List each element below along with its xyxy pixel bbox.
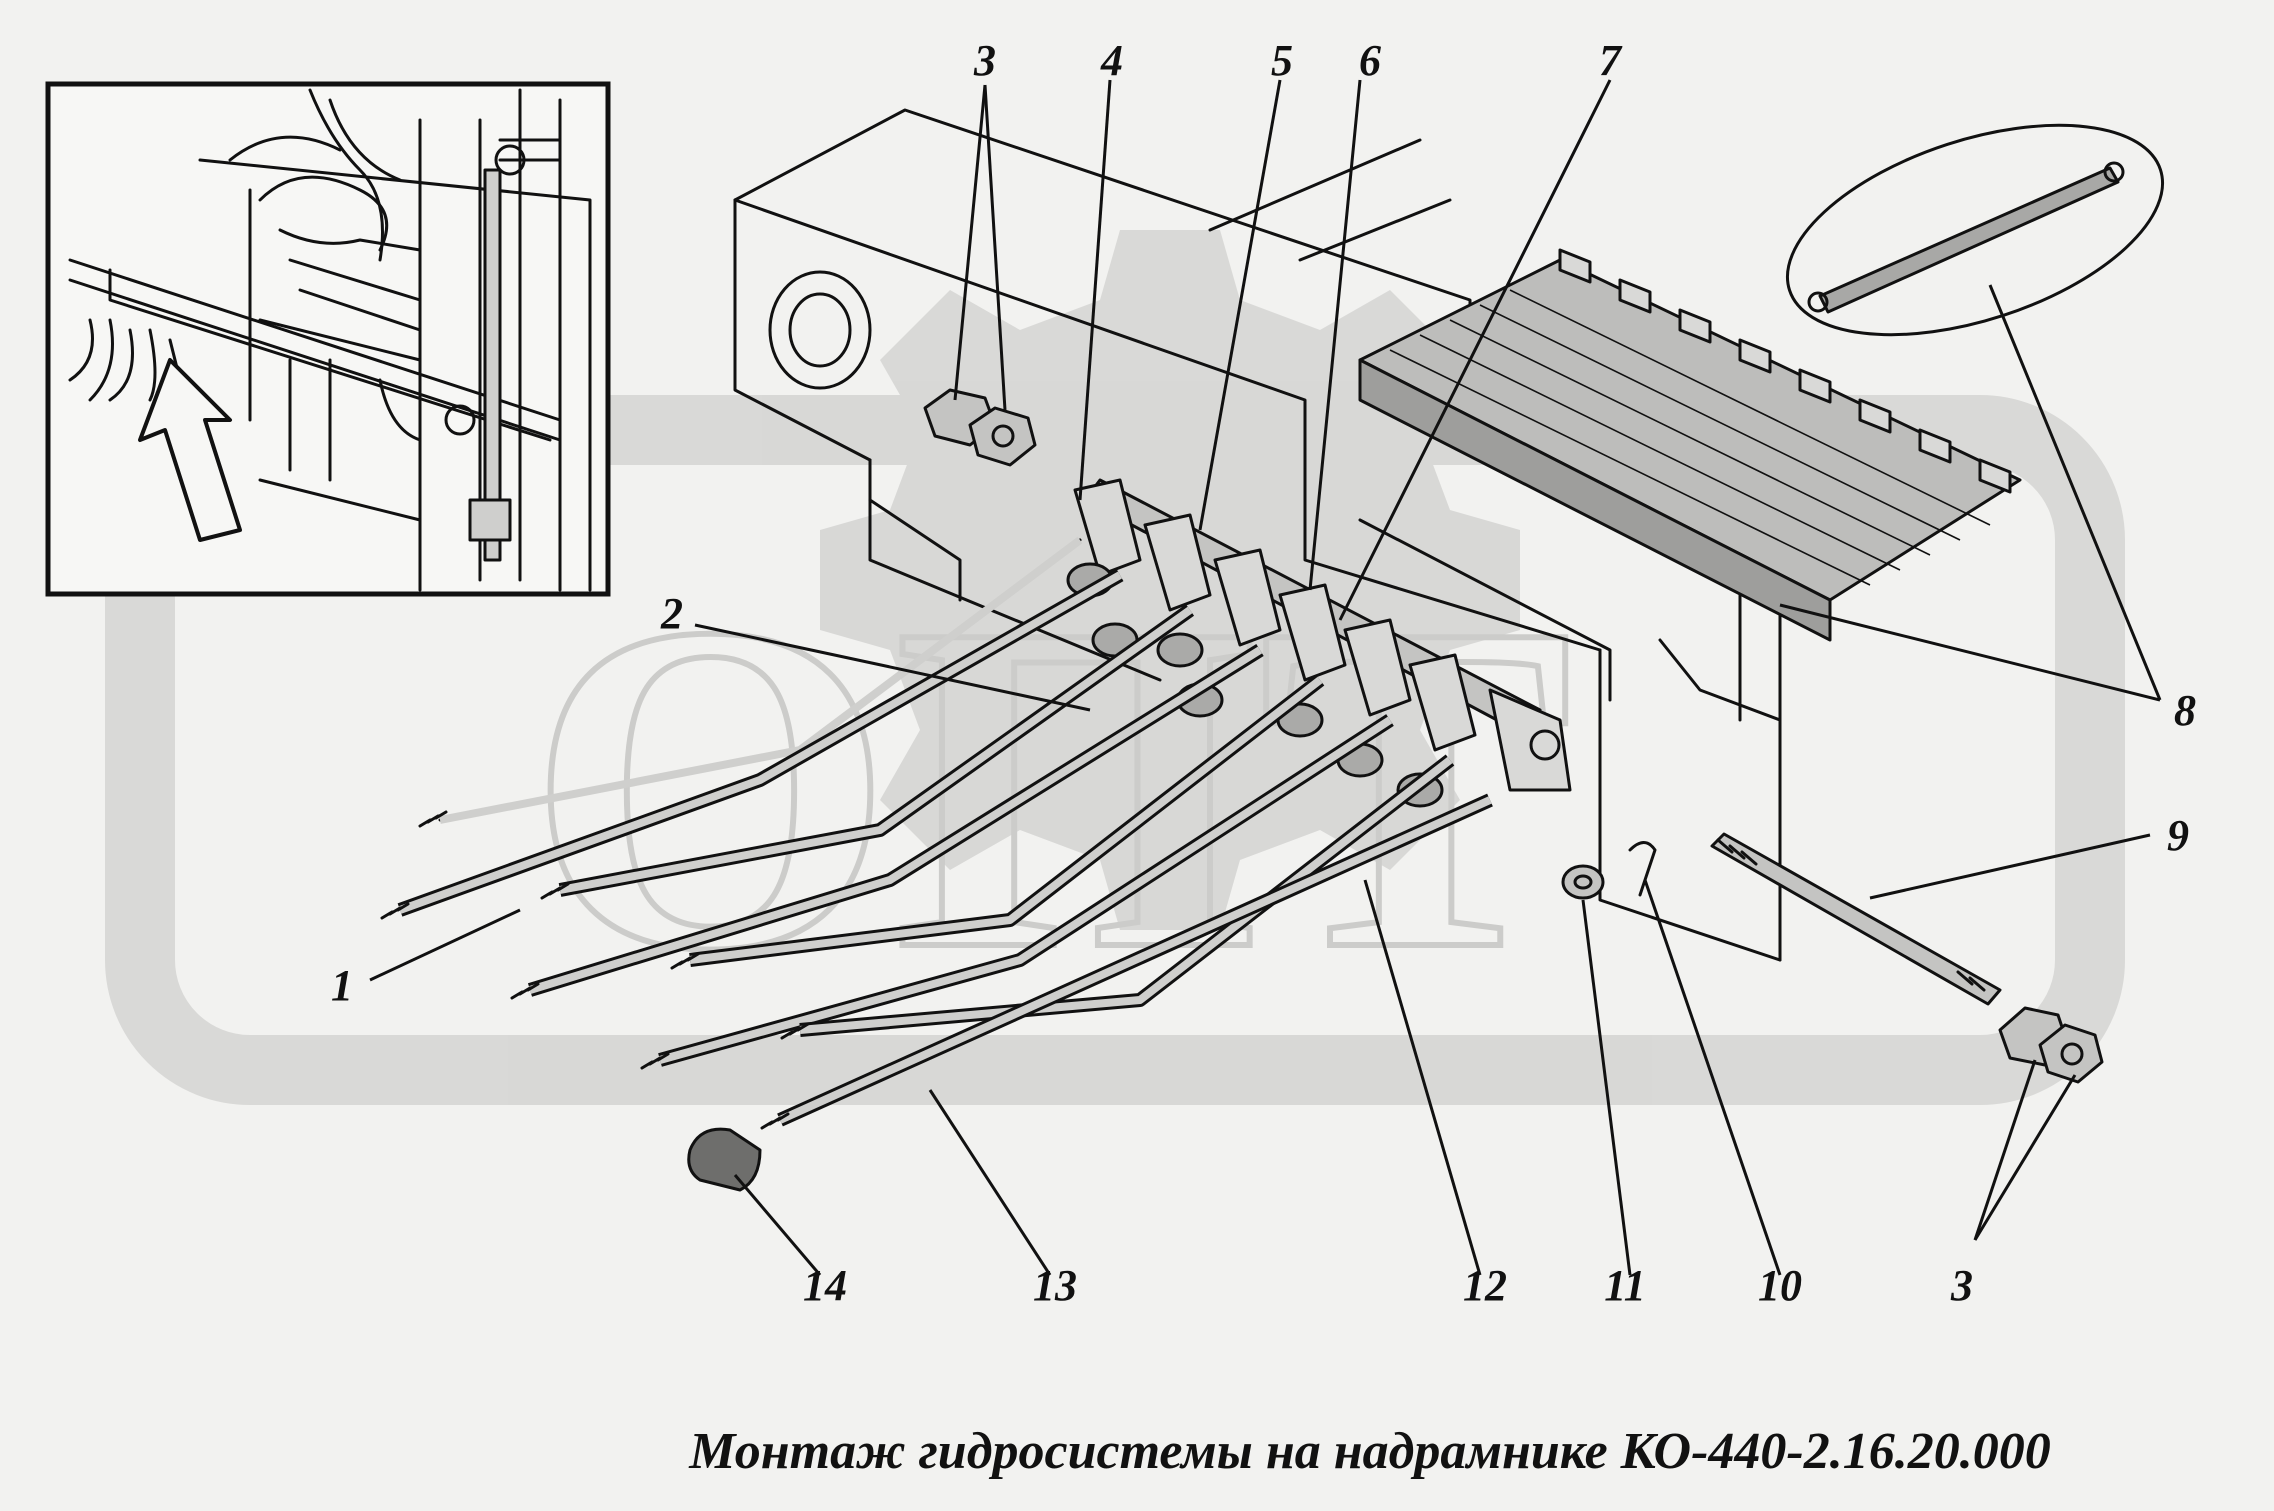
rod-6 <box>658 714 1394 1067</box>
callout-6: 6 <box>1359 36 1381 85</box>
callout-13: 13 <box>1033 1261 1077 1310</box>
washer-11 <box>1561 864 1605 900</box>
inset-frame <box>45 81 611 597</box>
rod-4 <box>527 644 1264 997</box>
callout-12: 12 <box>1463 1261 1507 1310</box>
rod-3 <box>558 604 1195 897</box>
inset-arrow <box>138 358 242 542</box>
rod-5 <box>689 674 1325 967</box>
inset-machinery <box>68 88 592 592</box>
detail-8-link <box>1785 123 2165 337</box>
nuts-3-top <box>923 388 1037 467</box>
cotter-pin-10 <box>1628 841 1657 897</box>
watermark-frame <box>105 395 2125 1105</box>
leader-lines <box>369 79 2162 1276</box>
manifold-pins <box>1558 248 2012 494</box>
stud-bolt-9 <box>1710 832 2002 1006</box>
rod-8 <box>777 793 1493 1127</box>
callout-7: 7 <box>1599 36 1623 85</box>
callout-3-top: 3 <box>973 36 996 85</box>
callout-3-bottom: 3 <box>1950 1261 1973 1310</box>
inset-view <box>45 81 611 597</box>
callout-10: 10 <box>1758 1261 1802 1310</box>
valve-manifold <box>1358 248 2022 642</box>
callout-8: 8 <box>2174 686 2196 735</box>
figure-caption: Монтаж гидросистемы на надрамнике КО-440… <box>688 1423 2050 1480</box>
callout-11: 11 <box>1604 1261 1646 1310</box>
callout-1: 1 <box>331 961 353 1010</box>
knob-14 <box>687 1127 762 1192</box>
lever-brackets <box>1073 478 1572 792</box>
rod-threads <box>380 810 810 1130</box>
callout-5: 5 <box>1271 36 1293 85</box>
rod-2 <box>397 568 1124 917</box>
control-rods <box>380 536 1493 1130</box>
callout-labels: 3 4 5 6 7 2 8 9 1 14 13 12 11 10 3 <box>331 36 2196 1310</box>
callout-2: 2 <box>660 589 683 638</box>
nuts-3-bottom <box>1998 1006 2104 1084</box>
rod-7 <box>799 754 1455 1037</box>
callout-9: 9 <box>2167 811 2189 860</box>
frame-bore-hole <box>768 270 872 390</box>
callout-4: 4 <box>1100 36 1123 85</box>
callout-14: 14 <box>803 1261 847 1310</box>
